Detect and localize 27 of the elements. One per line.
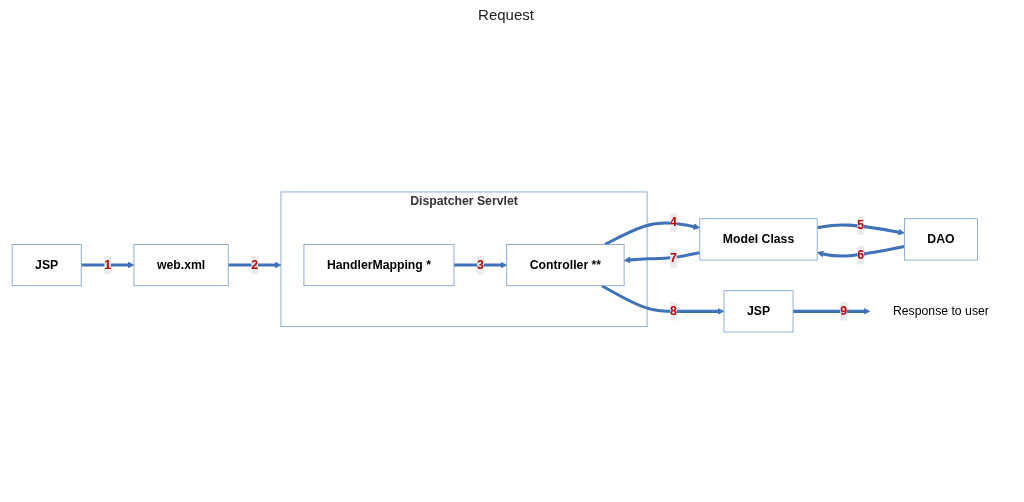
edge-label: 3 — [476, 258, 484, 272]
arrow — [816, 223, 905, 236]
edge-label: 7 — [670, 251, 677, 265]
arrow — [228, 261, 282, 269]
node-box: web.xml — [133, 244, 229, 287]
node-box: Model Class — [699, 218, 818, 261]
arrow — [604, 221, 701, 246]
edge-label: 1 — [104, 258, 111, 272]
edge-label: 6 — [857, 248, 865, 262]
arrow — [793, 308, 871, 315]
node-box: Controller ** — [506, 244, 625, 287]
arrow — [623, 251, 701, 264]
arrow — [601, 284, 725, 315]
node-box: HandlerMapping * — [303, 244, 455, 287]
node-text: Response to user — [892, 304, 989, 318]
edge-label: 9 — [840, 304, 847, 318]
edge-label: 4 — [670, 215, 677, 229]
note-text: Request — [478, 6, 534, 23]
node-box: JSP — [723, 290, 794, 333]
node-box: JSP — [11, 244, 82, 287]
arrow — [816, 245, 905, 258]
edge-label: 5 — [857, 218, 865, 232]
edge-label: 8 — [670, 304, 677, 318]
node-box: DAO — [903, 218, 978, 261]
arrow — [81, 261, 135, 269]
edge-label: 2 — [251, 258, 258, 272]
arrow — [453, 261, 508, 269]
